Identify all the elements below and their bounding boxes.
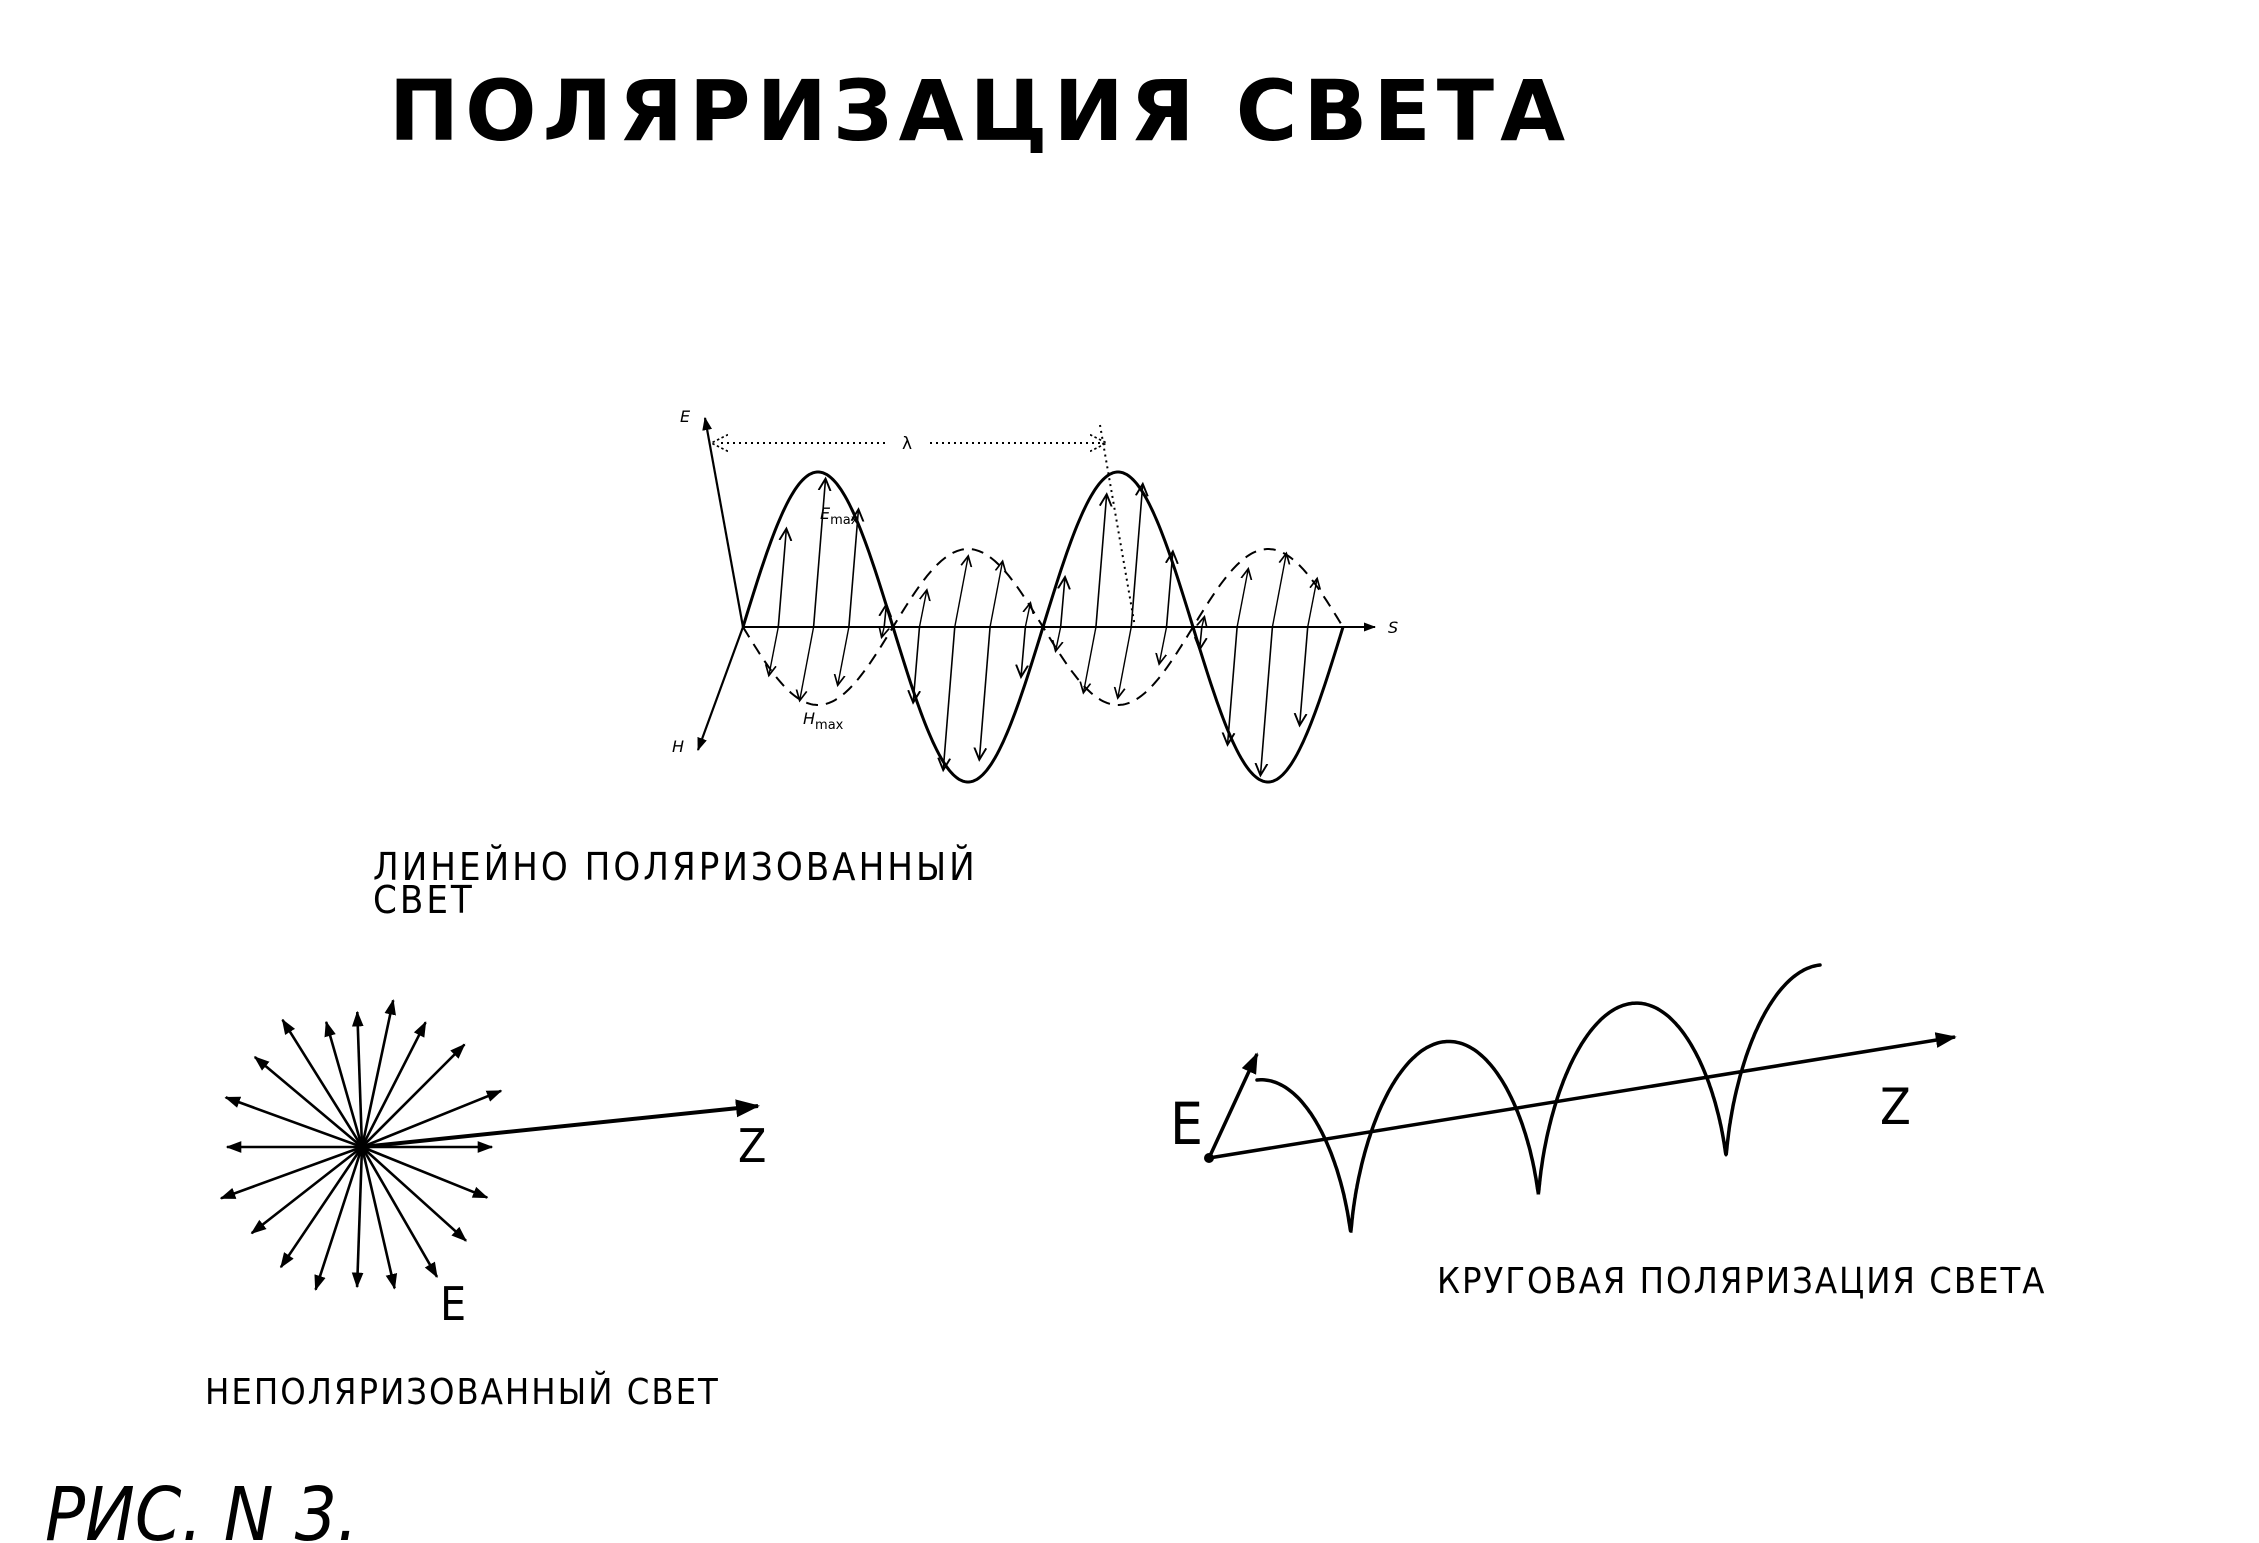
h-vector xyxy=(954,556,968,628)
wavelength-dotted-drop xyxy=(1099,424,1136,628)
e-vector-arrow xyxy=(360,1146,398,1290)
h-vector xyxy=(1083,626,1097,693)
e-vector xyxy=(848,509,859,628)
wavelength-label: λ xyxy=(902,434,912,454)
wave-curves xyxy=(741,470,1345,784)
circular-polarization-diagram: E Z xyxy=(1170,963,1957,1233)
e-vector xyxy=(979,626,991,760)
axis-e-label: E xyxy=(680,407,691,426)
e-vector-arrow xyxy=(361,1089,503,1149)
h-vector xyxy=(1236,569,1248,628)
h-wave xyxy=(742,548,1344,706)
z-axis-circular xyxy=(1208,1032,1957,1160)
e-vector-circular xyxy=(1207,1052,1259,1159)
h-vector xyxy=(1202,617,1205,627)
e-vector-arrow xyxy=(219,1145,363,1200)
h-vector xyxy=(882,627,885,637)
e-vector xyxy=(1200,626,1202,649)
unpolarized-caption: НЕПОЛЯРИЗОВАННЫЙ СВЕТ xyxy=(205,1371,720,1413)
h-max-label: Hmax xyxy=(803,709,844,733)
e-vector-arrow xyxy=(360,999,396,1148)
e-vector-arrow xyxy=(253,1056,363,1148)
e-vector-arrow xyxy=(361,1145,489,1199)
unpolarized-z-label: Z xyxy=(738,1119,766,1173)
figure-label: РИС. N 3. xyxy=(45,1472,358,1543)
e-vector xyxy=(884,605,886,628)
h-vector xyxy=(1056,626,1061,651)
h-vector xyxy=(1025,603,1030,628)
circular-caption: КРУГОВАЯ ПОЛЯРИЗАЦИЯ СВЕТА xyxy=(1437,1261,2046,1302)
e-vector-arrow xyxy=(361,1146,467,1242)
h-vector xyxy=(769,626,779,676)
unpolarized-e-label: E xyxy=(440,1277,466,1331)
e-vector-arrow xyxy=(324,1020,364,1148)
e-vector-arrow xyxy=(281,1018,364,1148)
e-vector-arrow xyxy=(351,1146,364,1289)
e-vector-arrow xyxy=(351,1010,364,1148)
h-vector xyxy=(989,561,1003,628)
h-vector xyxy=(1159,626,1168,664)
axis-h-label: H xyxy=(672,737,684,756)
e-vector-arrow xyxy=(314,1146,364,1291)
e-vector-arrow xyxy=(279,1146,364,1269)
linear-caption-line2: СВЕТ xyxy=(373,878,475,922)
e-vector xyxy=(777,529,786,628)
h-vector xyxy=(838,626,850,685)
e-vector xyxy=(1095,494,1107,628)
linear-polarization-diagram: E H S λ Emax Hmax xyxy=(672,407,1398,784)
unpolarized-vectors xyxy=(219,999,503,1291)
h-vector xyxy=(918,590,926,628)
e-axis xyxy=(702,416,745,628)
e-vector xyxy=(1260,626,1274,775)
e-vector-arrow xyxy=(361,1043,466,1148)
e-vector xyxy=(1130,484,1143,628)
circular-e-label: E xyxy=(1170,1090,1203,1158)
h-vector xyxy=(800,626,815,701)
unpolarized-diagram: Z E xyxy=(219,999,766,1331)
h-vector xyxy=(1307,578,1317,628)
e-vector xyxy=(1300,626,1309,725)
axis-s-label: S xyxy=(1388,618,1398,637)
e-vector xyxy=(812,479,826,628)
e-vector-arrow xyxy=(224,1096,363,1149)
circular-z-label: Z xyxy=(1880,1078,1911,1136)
e-vector xyxy=(913,626,919,703)
helix-curve xyxy=(1255,963,1822,1233)
e-vector xyxy=(1228,626,1238,745)
linear-caption-line1: ЛИНЕЙНО ПОЛЯРИЗОВАННЫЙ xyxy=(373,845,978,889)
circular-origin xyxy=(1204,1153,1214,1163)
e-vector-arrow xyxy=(250,1145,363,1235)
e-vector xyxy=(1167,551,1173,628)
e-vector xyxy=(1061,577,1065,628)
h-vector xyxy=(1271,553,1286,628)
e-vector-arrow xyxy=(360,1146,439,1279)
e-vector xyxy=(1021,626,1025,677)
e-max-label: Emax xyxy=(820,504,859,528)
page-title: ПОЛЯРИЗАЦИЯ СВЕТА xyxy=(389,62,1571,160)
e-vector xyxy=(943,626,956,770)
z-axis-unpolarized xyxy=(361,1099,760,1149)
h-axis xyxy=(696,626,745,752)
h-vector xyxy=(1118,626,1132,698)
e-vector-arrow xyxy=(360,1021,427,1148)
